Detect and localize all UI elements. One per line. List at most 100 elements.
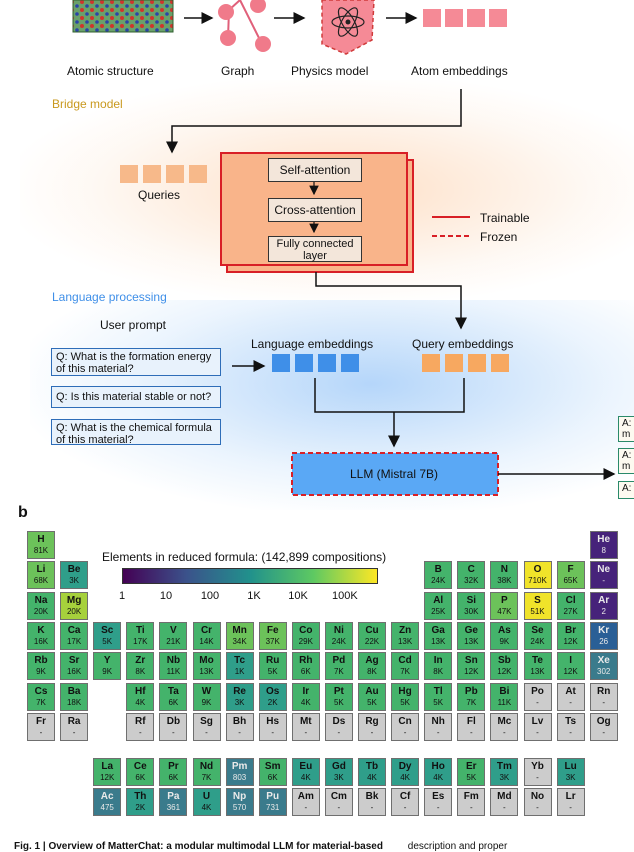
element-symbol: Cl: [565, 594, 576, 606]
element-cell-rf: Rf-: [126, 712, 155, 741]
element-symbol: Ts: [565, 715, 577, 727]
element-count: 17K: [133, 636, 148, 646]
element-symbol: Es: [432, 791, 445, 803]
element-count: -: [503, 727, 506, 737]
element-count: 4K: [300, 773, 311, 783]
element-count: 7K: [201, 773, 212, 783]
element-symbol: Pt: [333, 685, 344, 697]
element-count: -: [602, 727, 606, 737]
caption-left: Fig. 1 | Overview of MatterChat: a modul…: [14, 841, 383, 852]
element-symbol: Ra: [67, 715, 81, 727]
element-symbol: At: [565, 685, 576, 697]
connector-merge: [314, 378, 465, 413]
element-symbol: Mc: [497, 715, 512, 727]
element-count: 4K: [201, 803, 212, 813]
colorbar-tick-label: 100K: [332, 590, 358, 602]
physics-model-icon: [321, 0, 375, 55]
fully-connected-line1: Fully connected: [276, 238, 354, 250]
element-count: 2: [601, 606, 606, 616]
element-count: -: [436, 727, 440, 737]
element-count: 9K: [102, 667, 113, 677]
element-count: 24K: [331, 636, 346, 646]
element-symbol: Pa: [167, 791, 180, 803]
element-symbol: H: [37, 534, 45, 545]
question-box-1: Q: What is the formation energy of this …: [51, 348, 221, 376]
element-symbol: As: [497, 624, 511, 636]
element-cell-yb: Yb-: [523, 758, 552, 787]
element-count: -: [304, 727, 308, 737]
element-count: -: [569, 803, 572, 813]
atom-embeddings-label: Atom embeddings: [411, 64, 508, 78]
element-count: 5K: [333, 697, 344, 707]
element-count: 4K: [300, 697, 311, 707]
element-symbol: Zr: [135, 655, 146, 667]
element-cell-fl: Fl-: [457, 712, 486, 741]
element-count: 302: [597, 667, 611, 677]
element-count: 32K: [464, 576, 479, 586]
element-count: 38K: [497, 576, 512, 586]
fully-connected-line2: layer: [303, 250, 327, 262]
element-count: 13K: [464, 636, 479, 646]
element-symbol: Hs: [266, 715, 280, 727]
element-symbol: Be: [67, 564, 81, 576]
element-count: -: [436, 803, 440, 813]
element-count: 5K: [267, 667, 278, 677]
element-count: -: [469, 727, 473, 737]
element-symbol: Lv: [531, 715, 544, 727]
element-symbol: Tc: [234, 655, 246, 667]
element-count: -: [39, 727, 43, 737]
element-count: 475: [100, 803, 114, 813]
element-count: -: [469, 803, 473, 813]
element-symbol: Sr: [68, 655, 80, 667]
element-count: -: [403, 727, 407, 737]
element-count: 9K: [36, 667, 46, 677]
element-count: 22K: [364, 636, 380, 646]
element-count: -: [138, 727, 142, 737]
element-count: 5K: [466, 773, 477, 783]
element-count: 11K: [497, 697, 512, 707]
element-count: 18K: [66, 697, 82, 707]
element-cell-og: Og-: [589, 712, 618, 741]
element-symbol: Md: [497, 791, 512, 803]
element-symbol: Np: [232, 791, 247, 803]
element-symbol: Cd: [398, 655, 412, 667]
element-symbol: Cr: [200, 624, 213, 636]
element-count: 13K: [397, 636, 413, 646]
queries-label: Queries: [138, 188, 181, 202]
element-symbol: Fm: [463, 791, 479, 803]
queries-icon: [120, 165, 207, 183]
element-symbol: Ho: [431, 761, 445, 773]
element-symbol: Ac: [100, 791, 114, 803]
element-symbol: Pm: [231, 761, 248, 773]
element-count: 731: [266, 803, 280, 813]
user-prompt-label: User prompt: [100, 318, 167, 332]
element-count: 8K: [135, 667, 146, 677]
element-cell-bk: Bk-: [358, 788, 386, 817]
question-box-3: Q: What is the chemical formula of this …: [51, 419, 221, 446]
